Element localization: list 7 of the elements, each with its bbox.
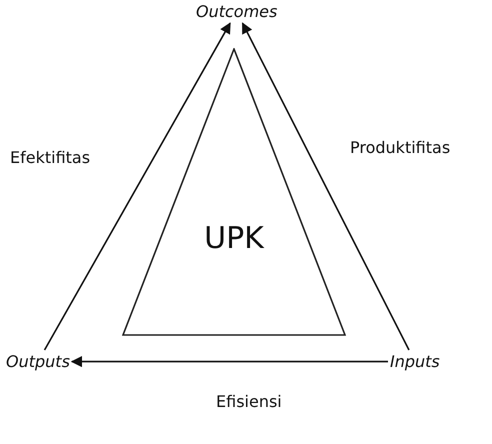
node-label: Outcomes [196, 2, 278, 22]
center-label: UPK [204, 220, 264, 256]
node-label: Inputs [390, 352, 440, 372]
node-label: Outputs [6, 352, 70, 372]
arrow [70, 356, 388, 368]
arrow [242, 22, 410, 350]
arrow [44, 22, 231, 350]
